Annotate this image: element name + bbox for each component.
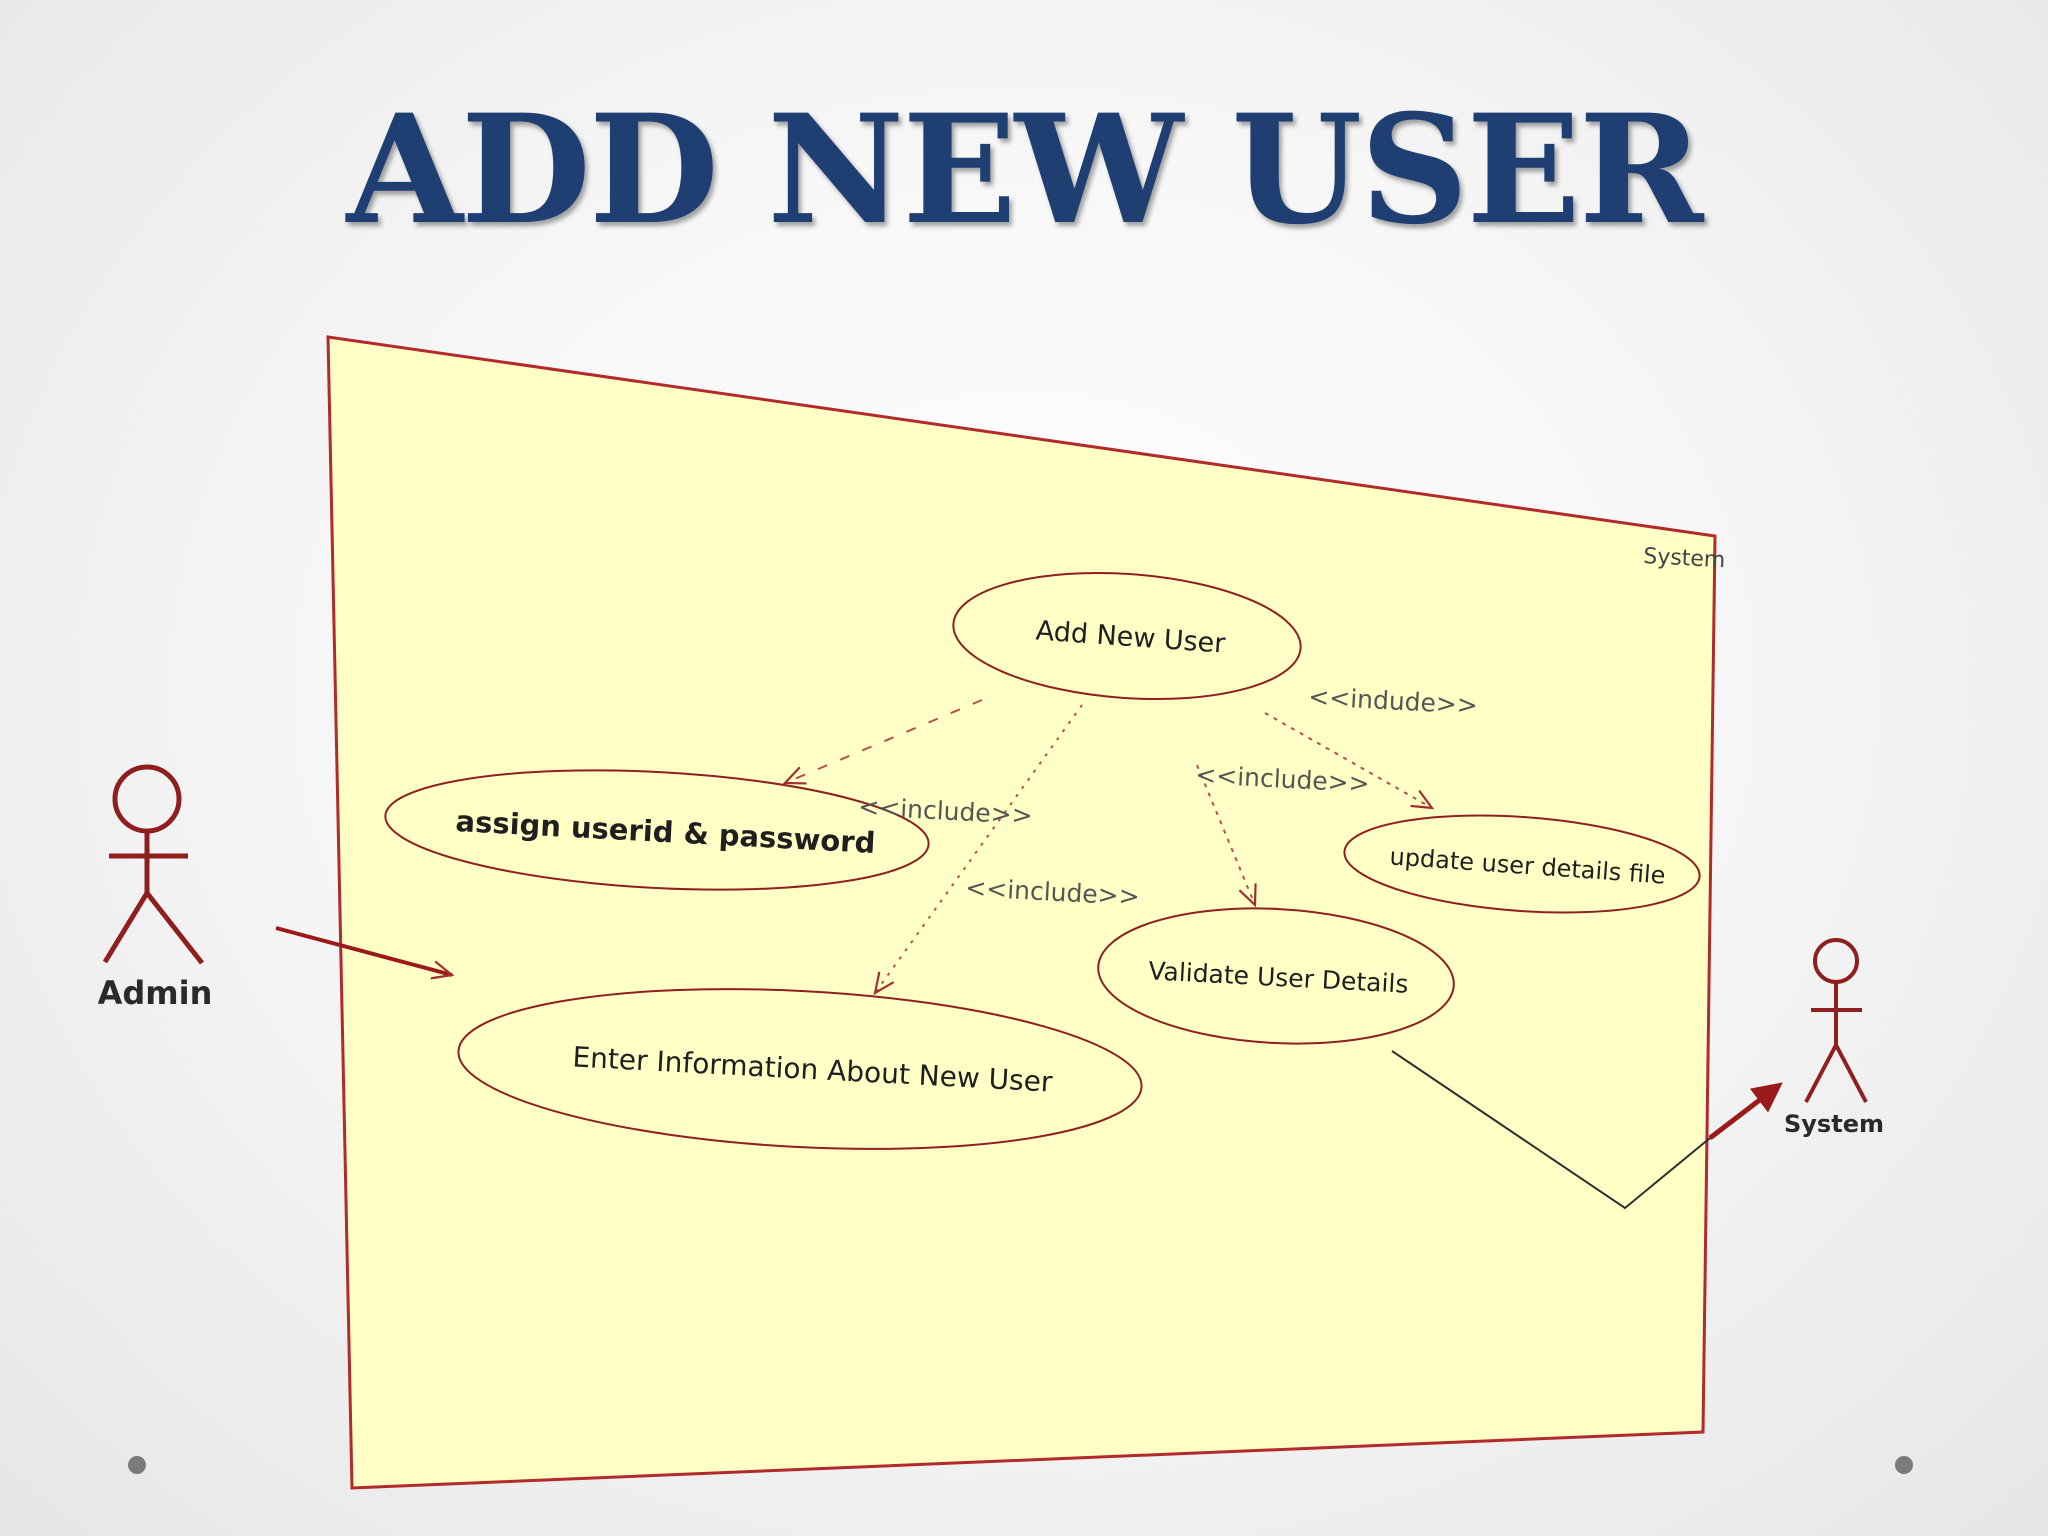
association-admin	[275, 926, 452, 975]
slide-bullet-left	[128, 1456, 146, 1474]
slide-bullet-right	[1895, 1456, 1913, 1474]
actor-system-label: System	[1784, 1110, 1884, 1138]
association-system	[1391, 1050, 1711, 1210]
association-system-arrow	[1708, 1082, 1783, 1140]
system-boundary	[326, 335, 1717, 1490]
actor-admin-label: Admin	[98, 974, 213, 1012]
actor-admin[interactable]: Admin	[98, 764, 213, 1012]
actor-system[interactable]: System	[1784, 938, 1884, 1138]
system-boundary-label: System	[1643, 544, 1726, 573]
include-arrow-update	[1264, 712, 1432, 808]
slide-title: ADD NEW USER	[346, 82, 1703, 258]
